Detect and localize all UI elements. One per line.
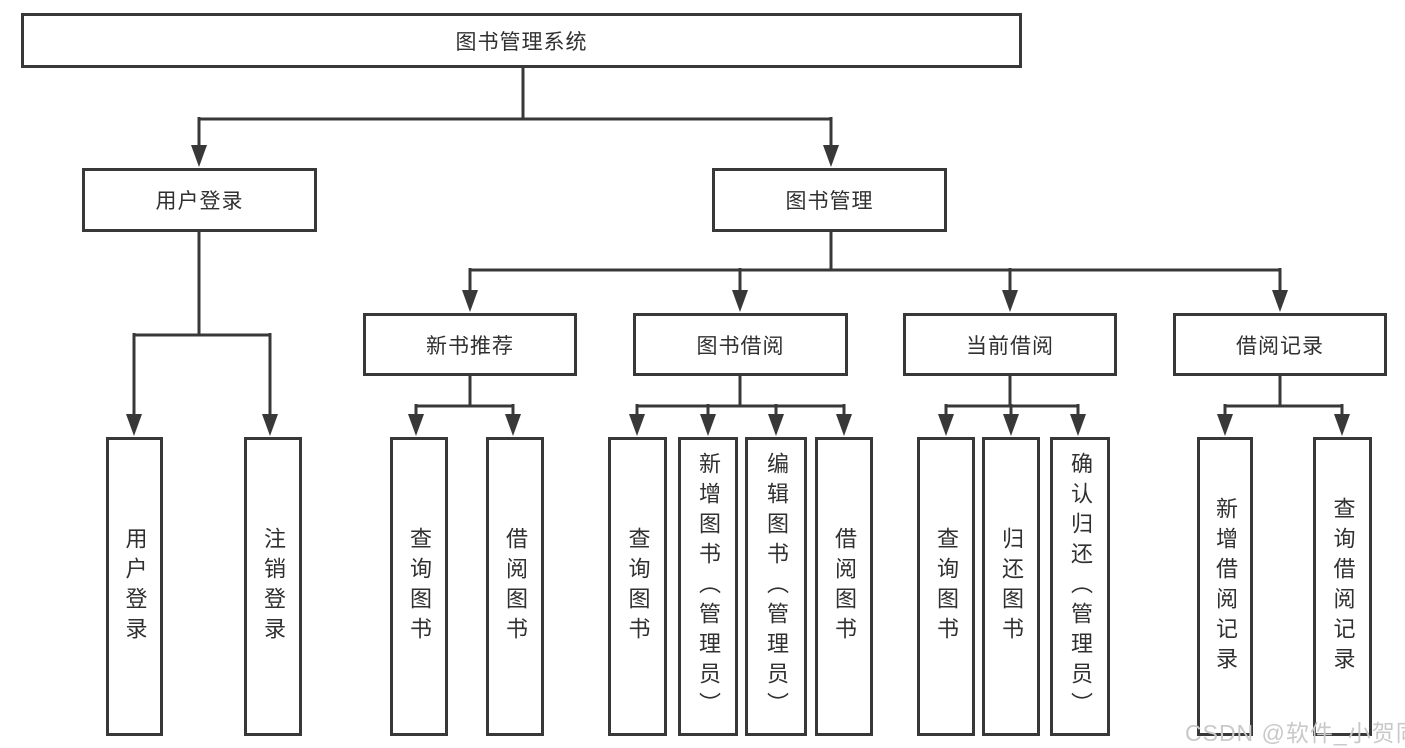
connector-bookmgmt-to-level3 [462,232,1288,312]
leaf-user-login-label: 用户登录 [122,526,148,647]
leaf-borrow-book-2-label: 借阅图书 [832,526,857,647]
node-borrow-record: 借阅记录 [1173,313,1387,376]
leaf-borrow-book-2: 借阅图书 [815,437,873,736]
leaf-add-record: 新增借阅记录 [1197,437,1253,736]
node-borrow-record-label: 借阅记录 [1236,334,1324,358]
leaf-edit-book: 编辑图书（管理员） [745,437,807,736]
node-current-borrow: 当前借阅 [903,313,1117,376]
connector-userlogin-to-leaves [126,232,278,436]
csdn-watermark: CSDN @软件_小贺同学 [1185,720,1405,746]
leaf-confirm-return-label: 确认归还（管理员） [1068,451,1093,722]
node-current-borrow-label: 当前借阅 [966,334,1054,358]
leaf-query-book-1: 查询图书 [390,437,448,736]
node-user-login: 用户登录 [82,168,317,232]
node-book-borrow: 图书借阅 [633,313,848,376]
leaf-query-book-3: 查询图书 [917,437,975,736]
node-root-label: 图书管理系统 [455,30,588,54]
leaf-logout-label: 注销登录 [261,526,286,647]
leaf-logout: 注销登录 [244,437,302,736]
leaf-query-book-2: 查询图书 [608,437,667,736]
connector-root-to-level2 [191,68,839,167]
leaf-confirm-return: 确认归还（管理员） [1050,437,1110,736]
connector-currentborrow-to-leaves [938,376,1086,436]
leaf-borrow-book-1-label: 借阅图书 [503,526,528,647]
leaf-query-book-2-label: 查询图书 [625,526,651,647]
node-book-mgmt-label: 图书管理 [785,190,874,213]
node-new-book-rec-label: 新书推荐 [426,334,514,358]
connector-newbookrec-to-leaves [408,376,521,436]
node-book-mgmt: 图书管理 [712,168,947,232]
leaf-borrow-book-1: 借阅图书 [486,437,544,736]
leaf-edit-book-label: 编辑图书（管理员） [764,451,789,722]
connector-bookborrow-to-leaves [629,376,852,436]
leaf-query-record-label: 查询借阅记录 [1330,496,1356,677]
leaf-query-book-3-label: 查询图书 [934,526,959,647]
node-user-login-label: 用户登录 [155,190,244,213]
leaf-add-book-label: 新增图书（管理员） [696,451,721,722]
leaf-query-record: 查询借阅记录 [1313,437,1372,736]
leaf-query-book-1-label: 查询图书 [407,526,432,647]
node-root: 图书管理系统 [21,13,1022,68]
leaf-add-record-label: 新增借阅记录 [1213,496,1238,677]
node-new-book-rec: 新书推荐 [363,313,577,376]
leaf-return-book-label: 归还图书 [999,526,1024,647]
leaf-user-login: 用户登录 [106,437,163,736]
connector-borrowrecord-to-leaves [1217,376,1350,436]
leaf-add-book: 新增图书（管理员） [678,437,738,736]
leaf-return-book: 归还图书 [982,437,1040,736]
node-book-borrow-label: 图书借阅 [696,334,785,358]
